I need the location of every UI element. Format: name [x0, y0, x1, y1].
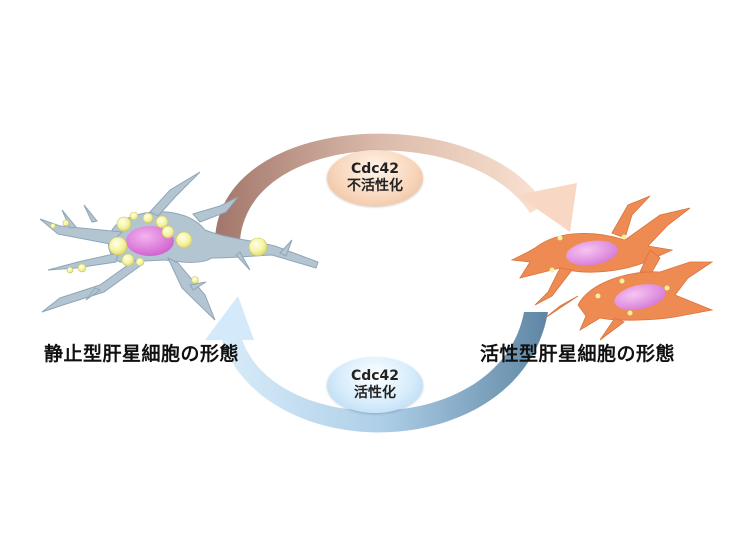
cdc42-activation-badge: Cdc42 活性化 — [327, 357, 423, 413]
badge-top-line1: Cdc42 — [350, 160, 400, 177]
badge-top-line2: 不活性化 — [347, 178, 403, 194]
quiescent-stellate-cell — [39, 171, 319, 321]
badge-bottom-line2: 活性化 — [354, 385, 396, 401]
cdc42-inactivation-badge: Cdc42 不活性化 — [327, 150, 423, 206]
bottom-cycle-arrow — [205, 296, 548, 433]
activated-stellate-cells — [510, 195, 714, 341]
top-cycle-arrow — [215, 133, 577, 240]
quiescent-cell-label: 静止型肝星細胞の形態 — [44, 343, 240, 365]
badge-bottom-line1: Cdc42 — [350, 367, 400, 384]
activated-cell-label: 活性型肝星細胞の形態 — [480, 343, 676, 365]
